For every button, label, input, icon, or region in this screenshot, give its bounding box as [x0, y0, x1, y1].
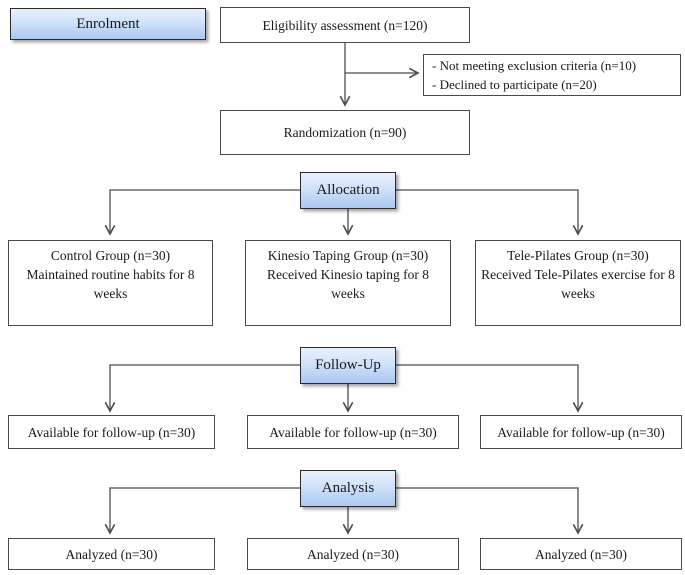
group-title: Tele-Pilates Group (n=30)	[507, 248, 649, 263]
arrow-allocation-left	[104, 189, 300, 236]
group-title: Kinesio Taping Group (n=30)	[267, 248, 429, 263]
control-group-box: Control Group (n=30) Maintained routine …	[8, 240, 213, 326]
exclusion-box: - Not meeting exclusion criteria (n=10) …	[423, 54, 681, 96]
allocation-band: Allocation	[300, 172, 396, 209]
analyzed-box-tele-pilates: Analyzed (n=30)	[480, 538, 682, 570]
followup-text: Available for follow-up (n=30)	[497, 424, 665, 440]
group-desc: Maintained routine habits for 8 weeks	[26, 267, 195, 301]
enrolment-label: Enrolment	[76, 15, 140, 32]
followup-box-control: Available for follow-up (n=30)	[8, 415, 215, 449]
analyzed-box-control: Analyzed (n=30)	[8, 538, 215, 570]
arrow-followup-left	[104, 364, 300, 413]
followup-label: Follow-Up	[315, 357, 381, 373]
arrow-followup-right	[396, 364, 584, 413]
followup-band: Follow-Up	[300, 347, 396, 384]
followup-box-tele-pilates: Available for follow-up (n=30)	[480, 415, 682, 449]
arrow-allocation-right	[396, 189, 584, 236]
analyzed-text: Analyzed (n=30)	[65, 546, 158, 562]
group-desc: Received Kinesio taping for 8 weeks	[267, 267, 429, 301]
analyzed-text: Analyzed (n=30)	[307, 546, 399, 562]
arrow-analysis-right	[396, 487, 584, 535]
eligibility-label: Eligibility assessment (n=120)	[262, 17, 428, 33]
exclusion-line2: - Declined to participate (n=20)	[432, 77, 597, 92]
tele-pilates-group-box: Tele-Pilates Group (n=30) Received Tele-…	[475, 240, 681, 326]
randomization-box: Randomization (n=90)	[220, 110, 470, 155]
followup-text: Available for follow-up (n=30)	[269, 424, 437, 440]
exclusion-line1: - Not meeting exclusion criteria (n=10)	[432, 58, 637, 73]
group-title: Control Group (n=30)	[50, 248, 171, 263]
allocation-label: Allocation	[316, 182, 380, 198]
analyzed-text: Analyzed (n=30)	[535, 546, 627, 562]
followup-box-kinesio: Available for follow-up (n=30)	[247, 415, 459, 449]
analysis-band: Analysis	[300, 470, 396, 507]
group-desc: Received Tele-Pilates exercise for 8 wee…	[481, 267, 675, 301]
eligibility-assessment-box: Eligibility assessment (n=120)	[220, 7, 470, 43]
randomization-label: Randomization (n=90)	[283, 125, 407, 140]
followup-text: Available for follow-up (n=30)	[27, 424, 196, 440]
analyzed-box-kinesio: Analyzed (n=30)	[247, 538, 459, 570]
analysis-label: Analysis	[321, 480, 375, 496]
arrow-analysis-left	[104, 487, 300, 535]
kinesio-taping-group-box: Kinesio Taping Group (n=30) Received Kin…	[245, 240, 451, 326]
enrolment-band: Enrolment	[10, 8, 206, 40]
